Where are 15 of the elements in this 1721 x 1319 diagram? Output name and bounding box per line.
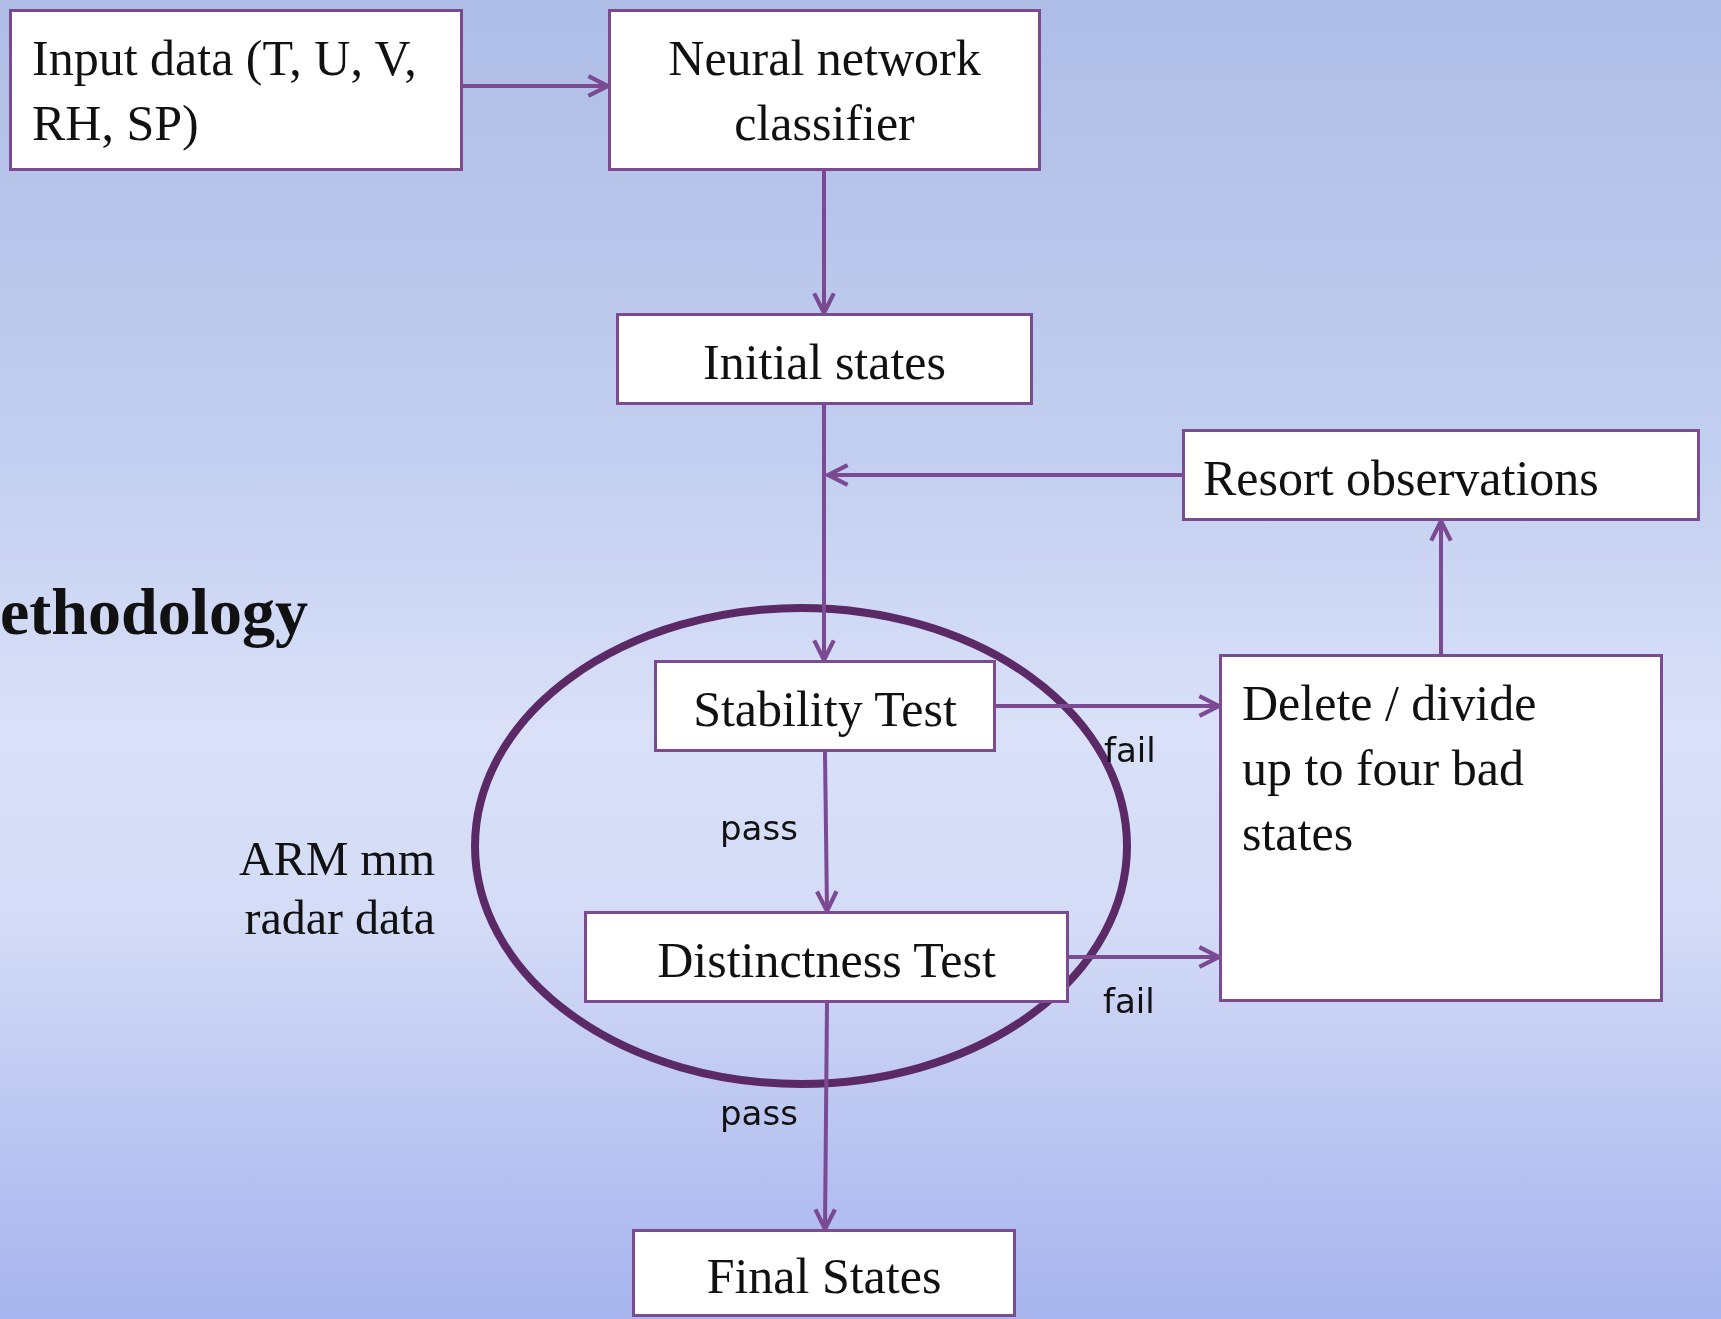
process-box: Delete / divide up to four bad states xyxy=(1219,654,1663,1002)
process-box: Distinctness Test xyxy=(584,911,1069,1003)
process-box: Stability Test xyxy=(654,660,996,752)
arrow xyxy=(825,463,1182,487)
process-box: Final States xyxy=(632,1229,1016,1317)
group-caption: ARM mm radar data xyxy=(237,831,435,946)
edge-label: pass xyxy=(720,1093,798,1133)
process-box: Neural network classifier xyxy=(608,9,1041,171)
heading-text: ethodology xyxy=(0,574,309,650)
process-box: Resort observations xyxy=(1182,429,1700,521)
edge-label: fail xyxy=(1104,730,1156,770)
edge-label: fail xyxy=(1103,981,1155,1021)
process-box: Initial states xyxy=(616,313,1033,405)
edge-label: pass xyxy=(720,808,798,848)
process-box: Input data (T, U, V, RH, SP) xyxy=(9,9,463,171)
